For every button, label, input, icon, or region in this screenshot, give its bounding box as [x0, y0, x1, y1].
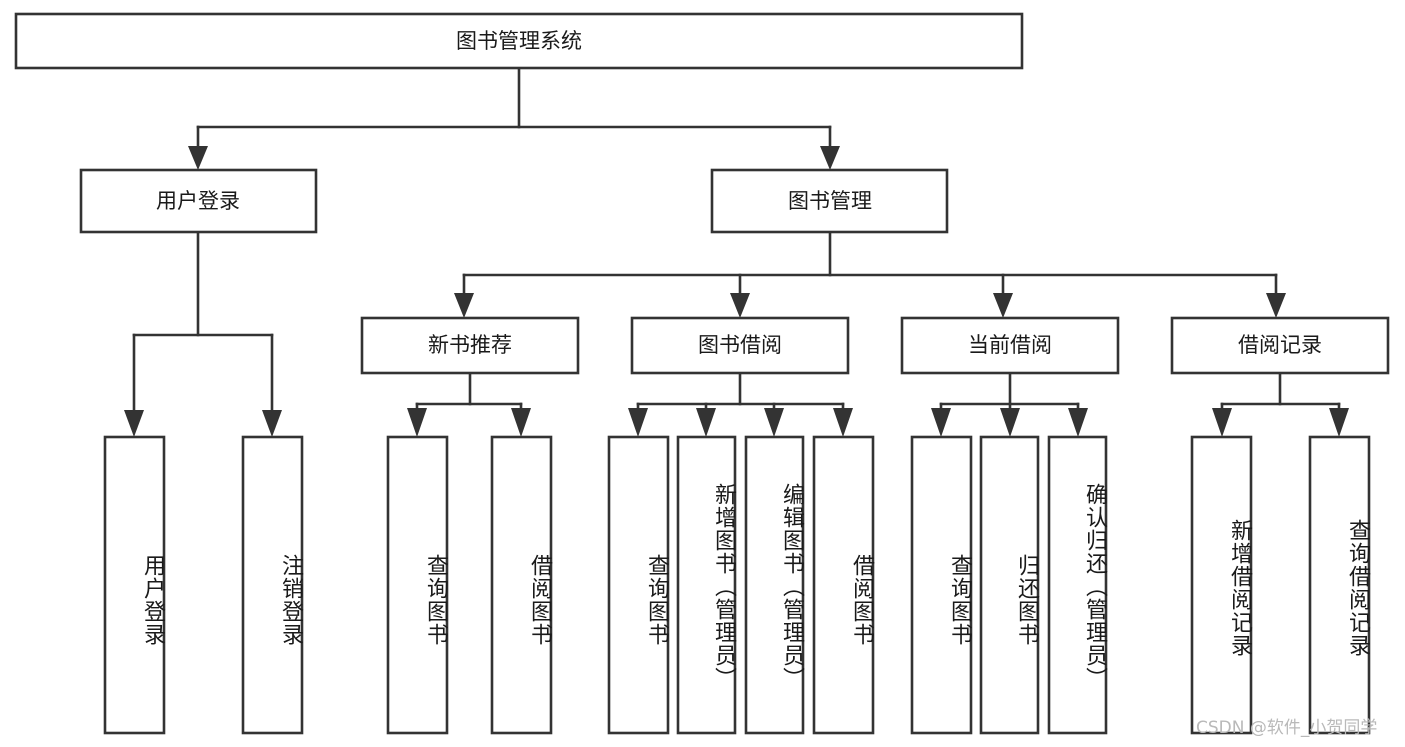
- leaf-label-query-book-2: 查询图书: [644, 554, 669, 646]
- arrowhead-leaf-add-record: [1212, 408, 1232, 437]
- arrowhead-user-login: [188, 146, 208, 170]
- leaf-label-logout-login: 注销登录: [278, 554, 303, 646]
- arrowhead-leaf-user-login: [124, 410, 144, 437]
- node-book-management[interactable]: 图书管理: [710, 168, 949, 234]
- leaf-box-query-record[interactable]: [1308, 435, 1371, 735]
- arrowhead-leaf-borrow-book-1: [511, 408, 531, 437]
- arrowhead-leaf-query-book-2: [628, 408, 648, 437]
- leaf-box-add-book[interactable]: [676, 435, 737, 735]
- leaf-label-return-book: 归还图书: [1014, 554, 1039, 646]
- leaf-box-query-book-2[interactable]: [607, 435, 670, 735]
- leaf-box-query-book-1[interactable]: [386, 435, 449, 735]
- node-book-management-label: 图书管理: [788, 189, 872, 213]
- leaf-label-add-book: 新增图书（管理员）: [711, 482, 736, 690]
- node-current-borrow[interactable]: 当前借阅: [900, 316, 1120, 375]
- leaf-label-add-record: 新增借阅记录: [1227, 519, 1252, 657]
- node-current-borrow-box[interactable]: [900, 316, 1120, 375]
- arrowhead-borrow-record: [1266, 293, 1286, 318]
- leaf-label-query-book-1: 查询图书: [423, 554, 448, 646]
- node-root-box[interactable]: [14, 12, 1024, 70]
- arrowhead-leaf-logout-login: [262, 410, 282, 437]
- node-borrow-record-box[interactable]: [1170, 316, 1390, 375]
- leaf-label-borrow-book-1: 借阅图书: [527, 554, 552, 646]
- leaf-box-return-book[interactable]: [979, 435, 1040, 735]
- leaf-box-borrow-book-2[interactable]: [812, 435, 875, 735]
- node-new-book-recommend-box[interactable]: [360, 316, 580, 375]
- node-new-book-recommend[interactable]: 新书推荐: [360, 316, 580, 375]
- edge-group-current-borrow-to-leaves: [931, 371, 1088, 437]
- edge-group-book-borrow-to-leaves: [628, 371, 853, 437]
- node-book-borrow-box[interactable]: [630, 316, 850, 375]
- arrowhead-current-borrow: [993, 293, 1013, 318]
- node-new-book-recommend-label: 新书推荐: [428, 333, 512, 357]
- edge-group-borrow-record-to-leaves: [1212, 371, 1349, 437]
- arrowhead-book-management: [820, 146, 840, 170]
- leaf-box-query-book-3[interactable]: [910, 435, 973, 735]
- node-book-borrow-label: 图书借阅: [698, 333, 782, 357]
- node-book-borrow[interactable]: 图书借阅: [630, 316, 850, 375]
- node-current-borrow-label: 当前借阅: [968, 333, 1052, 357]
- leaf-label-query-record: 查询借阅记录: [1345, 519, 1370, 657]
- watermark-text: CSDN @软件_小贺同学: [1196, 718, 1378, 738]
- edge-group-user-login-to-leaves: [124, 230, 282, 437]
- leaf-box-add-record[interactable]: [1190, 435, 1253, 735]
- arrowhead-leaf-borrow-book-2: [833, 408, 853, 437]
- arrowhead-leaf-add-book: [696, 408, 716, 437]
- leaf-box-edit-book[interactable]: [744, 435, 805, 735]
- node-book-management-box[interactable]: [710, 168, 949, 234]
- leaf-label-confirm-return: 确认归还（管理员）: [1082, 482, 1107, 690]
- arrowhead-leaf-query-book-1: [407, 408, 427, 437]
- arrowhead-new-book-recommend: [454, 293, 474, 318]
- arrowhead-leaf-query-record: [1329, 408, 1349, 437]
- leaf-label-borrow-book-2: 借阅图书: [849, 554, 874, 646]
- node-user-login[interactable]: 用户登录: [79, 168, 318, 234]
- leaf-label-user-login: 用户登录: [140, 554, 165, 646]
- arrowhead-book-borrow: [730, 293, 750, 318]
- leaf-box-user-login[interactable]: [103, 435, 166, 735]
- node-borrow-record-label: 借阅记录: [1238, 333, 1322, 357]
- edge-group-book-management-to-level3: [454, 230, 1286, 318]
- edge-group-root-to-level2: [188, 66, 840, 170]
- arrowhead-leaf-return-book: [1000, 408, 1020, 437]
- edge-group-new-book-recommend-to-leaves: [407, 371, 531, 437]
- node-user-login-label: 用户登录: [156, 189, 240, 213]
- leaf-label-query-book-3: 查询图书: [947, 554, 972, 646]
- leaf-box-logout-login[interactable]: [241, 435, 304, 735]
- node-root-label: 图书管理系统: [456, 29, 582, 53]
- arrowhead-leaf-confirm-return: [1068, 408, 1088, 437]
- node-borrow-record[interactable]: 借阅记录: [1170, 316, 1390, 375]
- node-root[interactable]: 图书管理系统: [14, 12, 1024, 70]
- leaf-label-edit-book: 编辑图书（管理员）: [779, 482, 804, 690]
- node-user-login-box[interactable]: [79, 168, 318, 234]
- leaf-box-borrow-book-1[interactable]: [490, 435, 553, 735]
- arrowhead-leaf-edit-book: [764, 408, 784, 437]
- arrowhead-leaf-query-book-3: [931, 408, 951, 437]
- leaf-box-confirm-return[interactable]: [1047, 435, 1108, 735]
